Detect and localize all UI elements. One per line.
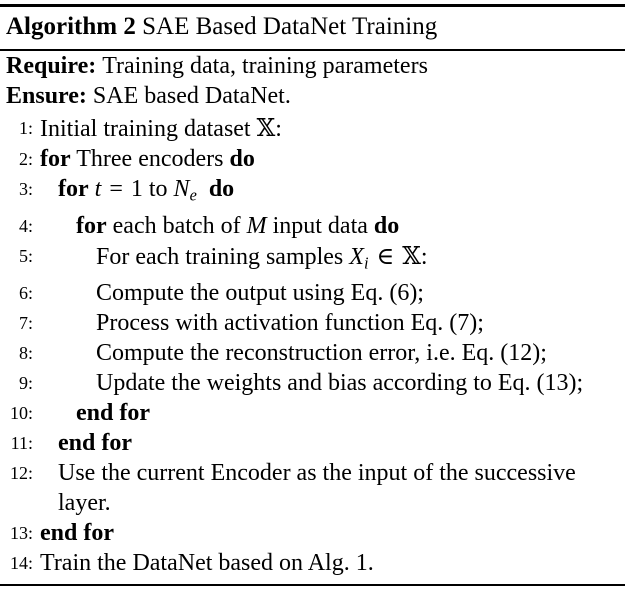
algorithm-step: 4: for each batch of M input data do xyxy=(0,211,625,241)
algorithm-step: 2: for Three encoders do xyxy=(0,144,625,174)
step-text: Three encoders xyxy=(76,146,224,172)
loop-end-subscript: e xyxy=(189,185,197,205)
step-body: Update the weights and bias according to… xyxy=(96,370,584,397)
step-number: 4: xyxy=(18,215,33,236)
algorithm-label: Algorithm 2 xyxy=(6,13,136,40)
keyword-for: for xyxy=(40,146,71,172)
dataset-symbol: 𝕏 xyxy=(402,241,421,270)
step-body: end for xyxy=(76,400,150,427)
element-of-operator: ∈ xyxy=(376,243,395,270)
step-body: for t = 1 to Ne do xyxy=(58,174,617,211)
ensure-text: SAE based DataNet. xyxy=(92,83,291,109)
algorithm-step: 3: for t = 1 to Ne do xyxy=(0,174,625,211)
require-text: Training data, training parameters xyxy=(102,53,428,79)
step-body: for each batch of M input data do xyxy=(76,211,617,241)
algorithm-block: Algorithm 2 SAE Based DataNet Training R… xyxy=(0,4,625,587)
algorithm-step: 5: For each training samples Xi ∈ 𝕏: xyxy=(0,241,625,279)
step-body: Use the current Encoder as the input of … xyxy=(58,460,576,517)
algorithm-step: 1: Initial training dataset 𝕏: xyxy=(0,113,625,144)
step-text: each batch of xyxy=(112,212,241,239)
require-keyword: Require: xyxy=(6,53,97,79)
rule-top xyxy=(0,4,625,7)
keyword-do: do xyxy=(229,146,255,172)
algorithm-step: 9: Update the weights and bias according… xyxy=(0,368,625,398)
ensure-keyword: Ensure: xyxy=(6,83,87,109)
step-body: for Three encoders do xyxy=(40,144,617,174)
algorithm-step: 14: Train the DataNet based on Alg. 1. xyxy=(0,548,625,578)
algorithm-steps: 1: Initial training dataset 𝕏: 2: for Th… xyxy=(0,111,625,578)
step-number: 13: xyxy=(9,523,33,544)
algorithm-step: 12: Use the current Encoder as the input… xyxy=(0,458,625,518)
step-text-2: input data xyxy=(272,212,368,239)
loop-start: 1 xyxy=(130,176,143,202)
algorithm-step: 13: end for xyxy=(0,518,625,548)
batch-size-variable: M xyxy=(246,212,267,239)
step-number: 10: xyxy=(9,403,33,424)
algorithm-caption: Algorithm 2 SAE Based DataNet Training xyxy=(0,7,625,46)
step-body: Compute the reconstruction error, i.e. E… xyxy=(96,340,547,367)
step-body: end for xyxy=(58,430,132,457)
step-text: For each training samples xyxy=(96,243,344,270)
rule-bottom xyxy=(0,584,625,587)
algorithm-step: 8: Compute the reconstruction error, i.e… xyxy=(0,338,625,368)
step-trail: : xyxy=(420,243,428,270)
loop-end-variable: N xyxy=(173,176,190,202)
ensure-line: Ensure:SAE based DataNet. xyxy=(0,81,625,111)
keyword-do: do xyxy=(373,212,400,239)
step-text: Initial training dataset xyxy=(40,116,251,142)
step-number: 2: xyxy=(18,149,33,169)
dataset-symbol: 𝕏 xyxy=(256,114,276,142)
step-body: Train the DataNet based on Alg. 1. xyxy=(40,550,374,577)
sample-variable: X xyxy=(349,243,364,270)
step-body: Initial training dataset 𝕏: xyxy=(40,113,617,144)
step-number: 11: xyxy=(10,433,33,454)
algorithm-step: 6: Compute the output using Eq. (6); xyxy=(0,278,625,308)
step-body: Process with activation function Eq. (7)… xyxy=(96,310,484,337)
step-number: 8: xyxy=(18,343,33,364)
algorithm-step: 10: end for xyxy=(0,398,625,428)
step-number: 1: xyxy=(18,118,33,138)
step-number: 12: xyxy=(9,463,33,484)
equals-operator: = xyxy=(109,176,123,202)
keyword-for: for xyxy=(76,212,107,239)
keyword-for: for xyxy=(58,176,89,202)
step-body: Compute the output using Eq. (6); xyxy=(96,280,424,307)
keyword-do: do xyxy=(208,176,235,202)
rule-middle xyxy=(0,49,625,51)
step-number: 6: xyxy=(18,283,33,304)
require-line: Require:Training data, training paramete… xyxy=(0,51,625,81)
step-trail: : xyxy=(275,116,282,142)
algorithm-title: SAE Based DataNet Training xyxy=(142,13,438,40)
loop-variable: t xyxy=(94,176,102,202)
step-body: end for xyxy=(40,520,114,547)
algorithm-step: 7: Process with activation function Eq. … xyxy=(0,308,625,338)
step-number: 5: xyxy=(18,245,33,266)
step-number: 14: xyxy=(9,553,33,574)
step-number: 3: xyxy=(18,179,33,199)
to-word: to xyxy=(148,176,168,202)
step-body: For each training samples Xi ∈ 𝕏: xyxy=(96,241,617,279)
algorithm-step: 11: end for xyxy=(0,428,625,458)
step-number: 9: xyxy=(18,373,33,394)
sample-subscript: i xyxy=(363,253,369,273)
step-number: 7: xyxy=(18,313,33,334)
